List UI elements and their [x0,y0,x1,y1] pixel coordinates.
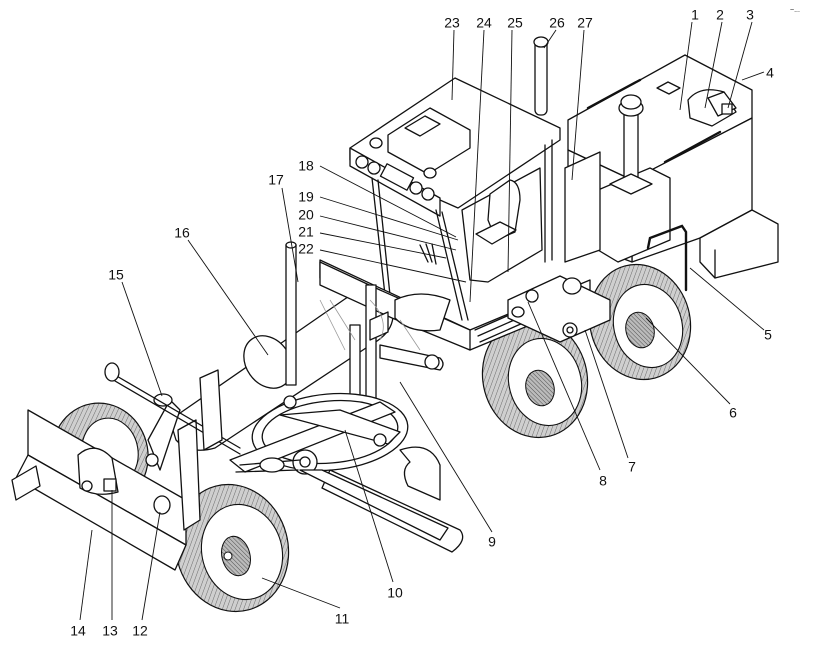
callout-label-11: 11 [335,611,350,627]
callout-label-3: 3 [746,7,754,23]
callout-label-6: 6 [729,405,737,421]
callout-label-18: 18 [298,158,314,174]
watermark [319,299,421,351]
callout-label-16: 16 [174,225,190,241]
callout-leader-10 [344,429,394,583]
callout-label-10: 10 [387,585,403,601]
operator-cab [319,36,601,351]
callout-leader-5 [689,267,765,331]
callout-label-23: 23 [444,15,460,31]
callout-label-26: 26 [549,15,565,31]
corner-mark: ~... [790,7,800,14]
callout-label-22: 22 [298,241,314,257]
callout-label-12: 12 [132,623,148,639]
callout-label-24: 24 [476,15,492,31]
callout-label-2: 2 [716,7,724,23]
callout-leader-4 [741,71,765,81]
callout-leader-12 [141,511,161,621]
callout-label-14: 14 [70,623,86,639]
callout-label-20: 20 [298,207,314,223]
callout-leader-27 [571,29,585,181]
callout-label-9: 9 [488,534,496,550]
callout-leader-24 [469,29,485,303]
main-frame [169,241,471,475]
front-dozer-blade [11,362,241,571]
callout-leader-7 [584,329,629,459]
callout-label-15: 15 [108,267,124,283]
callout-leader-8 [527,301,601,471]
callout-leader-25 [507,29,513,273]
callout-label-21: 21 [298,224,314,240]
callout-leader-20 [319,215,457,251]
callout-label-27: 27 [577,15,593,31]
callout-leader-14 [79,529,93,621]
callout-leader-2 [704,21,723,109]
callout-label-7: 7 [628,459,636,475]
callout-leader-16 [187,239,269,356]
callout-label-4: 4 [766,65,774,81]
callout-leader-15 [121,281,163,397]
callout-leader-1 [679,21,693,111]
tandem-frame [507,275,611,343]
callout-label-5: 5 [764,327,772,343]
callout-leader-19 [319,196,459,241]
callout-label-19: 19 [298,189,314,205]
callout-leader-17 [281,187,299,283]
callout-leader-23 [451,29,455,101]
callout-leader-26 [543,29,557,49]
callout-leader-11 [261,577,341,609]
callout-label-25: 25 [507,15,523,31]
front-wheel-near [174,483,290,613]
callout-label-8: 8 [599,473,607,489]
callout-leader-21 [319,232,447,259]
callout-label-17: 17 [268,172,284,188]
callout-label-1: 1 [691,7,699,23]
callout-leader-9 [399,381,493,533]
callout-label-13: 13 [102,623,118,639]
callout-leader-22 [319,249,467,283]
callout-leader-18 [319,165,457,238]
moldboard [299,446,464,553]
callout-leader-3 [727,21,753,109]
callout-leader-6 [645,317,731,405]
callout-leaders [79,21,765,621]
rear-wheel-front [481,317,589,439]
rear-wheel-back [588,263,692,381]
